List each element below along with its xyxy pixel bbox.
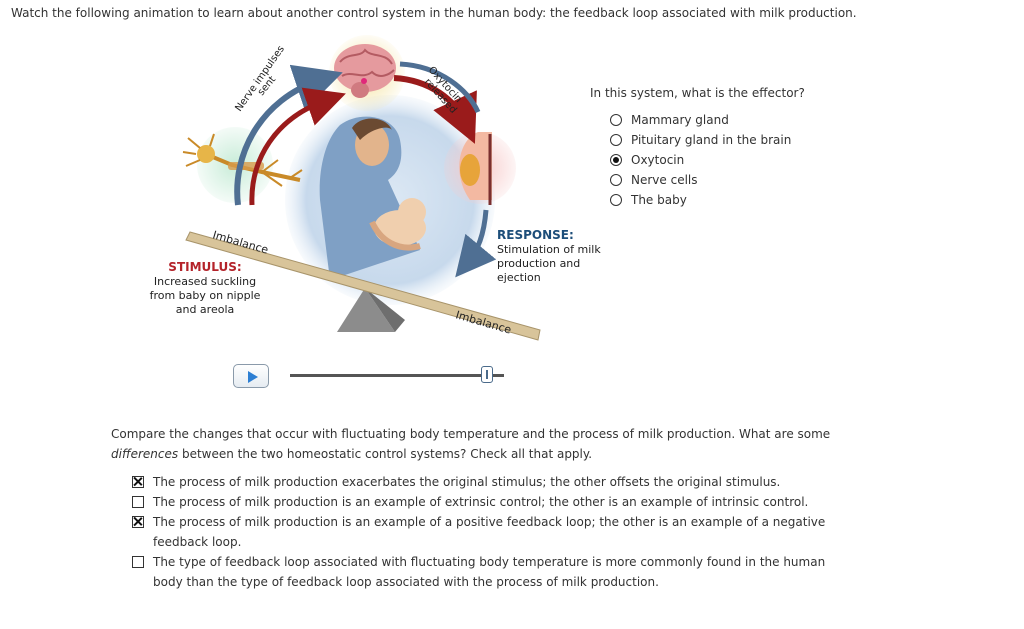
stimulus-box: STIMULUS: Increased suckling from baby o… <box>146 260 264 317</box>
imbalance-right-label: Imbalance <box>454 308 513 336</box>
afferent-red-arrow <box>249 87 346 206</box>
checkbox-extrinsic[interactable] <box>132 496 144 508</box>
stimulus-text: Increased suckling from baby on nipple a… <box>149 275 261 316</box>
option-label: The process of milk production is an exa… <box>153 515 826 549</box>
prompt-part: between the two homeostatic control syst… <box>178 447 593 461</box>
response-arrow <box>455 209 497 278</box>
option-label: The type of feedback loop associated wit… <box>153 555 826 589</box>
play-icon <box>248 371 258 383</box>
option-label: Nerve cells <box>631 173 698 187</box>
oxytocin-arrow <box>393 75 477 144</box>
instructions-text: Watch the following animation to learn a… <box>11 6 857 20</box>
option-mammary-gland[interactable]: Mammary gland <box>610 110 805 130</box>
play-button[interactable] <box>233 364 269 388</box>
radio-the-baby[interactable] <box>610 194 622 206</box>
effector-question: In this system, what is the effector? Ma… <box>590 86 805 210</box>
nerve-impulse-arrow <box>234 64 343 206</box>
option-label: The baby <box>631 193 687 207</box>
option-the-baby[interactable]: The baby <box>610 190 805 210</box>
option-label: Mammary gland <box>631 113 729 127</box>
oxytocin-blue-arrow <box>399 61 481 114</box>
fulcrum <box>337 288 395 332</box>
animation-progress-track[interactable] <box>290 374 504 377</box>
radio-mammary-gland[interactable] <box>610 114 622 126</box>
brain-icon <box>334 44 396 98</box>
animation-scrub-handle[interactable] <box>481 366 493 383</box>
mother-baby-image <box>319 116 426 280</box>
differences-question: Compare the changes that occur with fluc… <box>111 424 831 592</box>
option-exacerbates[interactable]: The process of milk production exacerbat… <box>132 472 831 492</box>
response-text: Stimulation of milk production and eject… <box>497 243 601 284</box>
option-label: Oxytocin <box>631 153 685 167</box>
mammary-gland-icon <box>459 132 492 205</box>
response-title: RESPONSE: <box>497 228 574 242</box>
effector-question-prompt: In this system, what is the effector? <box>590 86 805 100</box>
checkbox-more-common[interactable] <box>132 556 144 568</box>
feedback-loop-illustration: Nerve impulses sent Oxytocin released Im… <box>182 35 541 341</box>
prompt-emphasis: differences <box>111 447 179 461</box>
option-nerve-cells[interactable]: Nerve cells <box>610 170 805 190</box>
nerve-cell-icon <box>182 133 303 187</box>
option-positive-feedback[interactable]: The process of milk production is an exa… <box>132 512 831 552</box>
option-extrinsic[interactable]: The process of milk production is an exa… <box>132 492 831 512</box>
seesaw-board <box>185 231 541 341</box>
option-oxytocin[interactable]: Oxytocin <box>610 150 805 170</box>
prompt-part: Compare the changes that occur with fluc… <box>111 427 831 441</box>
option-pituitary-gland[interactable]: Pituitary gland in the brain <box>610 130 805 150</box>
radio-nerve-cells[interactable] <box>610 174 622 186</box>
option-more-common[interactable]: The type of feedback loop associated wit… <box>132 552 831 592</box>
option-label: Pituitary gland in the brain <box>631 133 792 147</box>
feedback-loop-figure: Nerve impulses sent Oxytocin released Im… <box>0 0 601 400</box>
checkbox-positive-feedback[interactable] <box>132 516 144 528</box>
checkbox-exacerbates[interactable] <box>132 476 144 488</box>
option-label: The process of milk production is an exa… <box>153 495 809 509</box>
radio-pituitary-gland[interactable] <box>610 134 622 146</box>
response-box: RESPONSE: Stimulation of milk production… <box>497 228 607 285</box>
stimulus-title: STIMULUS: <box>168 260 242 274</box>
radio-oxytocin[interactable] <box>610 154 622 166</box>
option-label: The process of milk production exacerbat… <box>153 475 781 489</box>
differences-question-prompt: Compare the changes that occur with fluc… <box>111 424 831 464</box>
